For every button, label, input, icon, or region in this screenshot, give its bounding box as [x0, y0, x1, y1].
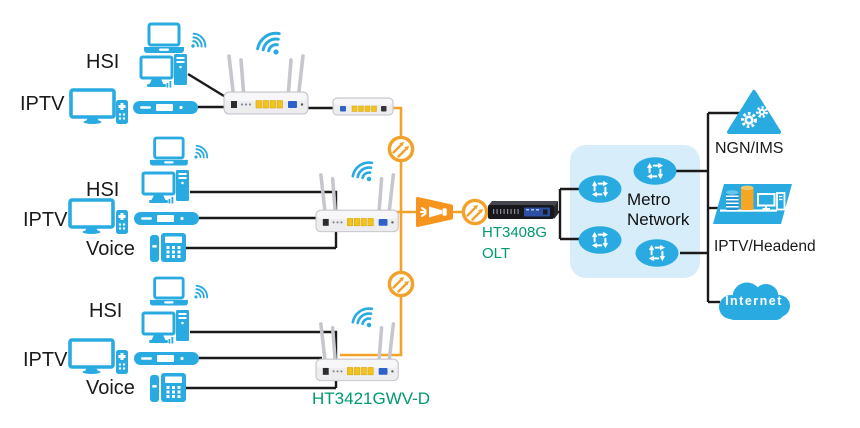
set-top-box-icon: [134, 352, 199, 365]
metro-network-label: Metro Network: [627, 190, 689, 230]
optical-coupler-icon: [387, 135, 415, 163]
pon-splitter-icon: [416, 197, 453, 227]
iptv-tv-icon: [68, 338, 115, 376]
metro-router-icon: [579, 175, 622, 203]
wifi-signal-icon: [188, 142, 211, 165]
laptop-icon: [148, 276, 190, 307]
remote-control-icon: [116, 210, 128, 234]
iptv-headend-label: IPTV/Headend: [714, 238, 816, 255]
hsi-label-top: HSI: [86, 51, 120, 73]
fiber-backbone-vertical: [340, 106, 403, 357]
iptv-headend-icon: [712, 183, 793, 225]
cable-bot-desktop: [190, 330, 338, 388]
olt-model-label: HT3408G: [482, 224, 548, 241]
desktop-pc-icon: [139, 52, 189, 89]
iptv-label-top: IPTV: [20, 93, 65, 115]
remote-control-icon: [116, 350, 128, 374]
iptv-tv-icon: [68, 198, 115, 236]
metro-router-icon: [579, 226, 622, 254]
iptv-label-bot: IPTV: [23, 349, 68, 371]
wifi-signal-icon: [188, 282, 211, 305]
wifi-signal-icon: [184, 30, 209, 55]
metro-line2: Network: [627, 210, 690, 229]
laptop-icon: [148, 136, 190, 167]
cable-mid-desktop: [190, 190, 338, 248]
voice-label-bot: Voice: [86, 377, 135, 399]
ngn-ims-label: NGN/IMS: [715, 140, 784, 157]
cable-olt-metro: [556, 187, 582, 241]
wifi-signal-icon: [252, 27, 290, 64]
ont-modem-icon: [332, 97, 394, 116]
voice-label-mid: Voice: [86, 238, 135, 260]
olt-type-label: OLT: [482, 245, 511, 262]
desktop-pc-icon: [141, 168, 191, 205]
optical-coupler-icon: [387, 270, 415, 298]
voice-phone-icon: [150, 373, 186, 402]
voice-phone-icon: [150, 233, 186, 262]
metro-router-icon: [634, 157, 677, 185]
desktop-pc-icon: [141, 308, 191, 345]
hsi-label-mid: HSI: [86, 179, 120, 201]
gateway-model-label: HT3421GWV-D: [312, 389, 431, 408]
metro-line1: Metro: [627, 190, 671, 209]
wifi-signal-icon: [348, 157, 382, 189]
iptv-label-mid: IPTV: [23, 209, 68, 231]
optical-coupler-icon: [461, 198, 489, 226]
wireless-gateway-icon: [314, 173, 401, 234]
wifi-signal-icon: [348, 303, 382, 335]
wireless-gateway-icon: [222, 54, 310, 116]
set-top-box-icon: [133, 101, 198, 114]
iptv-tv-icon: [69, 88, 116, 126]
set-top-box-icon: [134, 212, 199, 225]
internet-label: Internet: [725, 294, 783, 308]
hsi-label-bot: HSI: [89, 300, 123, 322]
remote-control-icon: [116, 100, 128, 124]
laptop-icon: [142, 22, 186, 55]
olt-device-icon: [488, 201, 558, 219]
metro-router-icon: [636, 239, 679, 267]
